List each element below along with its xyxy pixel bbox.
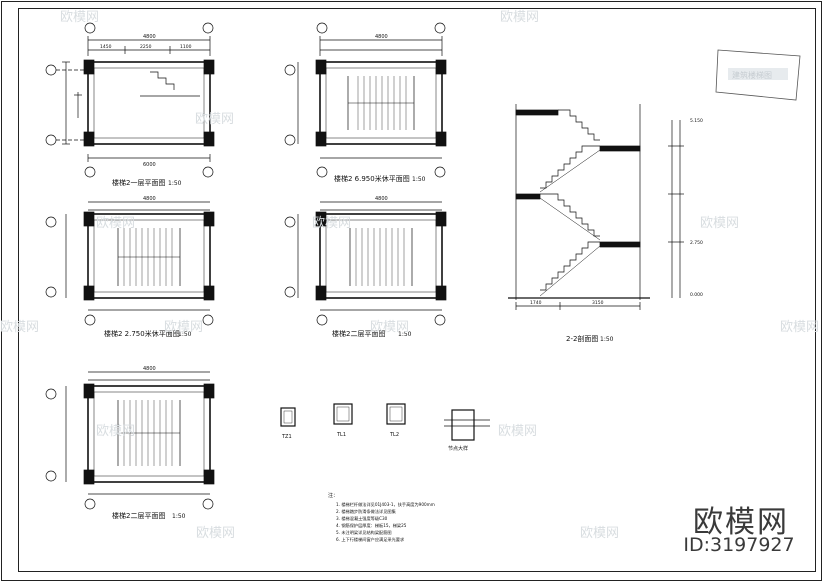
detail-sections <box>280 403 490 441</box>
stair-plan-ground <box>45 22 215 178</box>
level-1: 5.150 <box>690 118 703 124</box>
plan4-dim: 4800 <box>375 196 388 202</box>
plan2-dim: 4800 <box>375 34 388 40</box>
plan4-scale: 1:50 <box>398 331 412 338</box>
watermark-ghost: 欧模网 <box>780 320 820 335</box>
stair-section <box>508 104 684 310</box>
watermark-ghost: 欧模网 <box>196 526 236 541</box>
watermark-id: ID:3197927 <box>683 534 795 556</box>
section-dim-b: 3150 <box>592 300 604 306</box>
watermark-ghost: 欧模网 <box>0 320 40 335</box>
detail-3-label: TL2 <box>389 432 399 438</box>
watermark-ghost: 欧模网 <box>60 10 100 25</box>
level-2: 2.750 <box>690 240 703 246</box>
stair-plan-bottom <box>45 371 215 510</box>
plan3-scale: 1:50 <box>178 331 192 338</box>
watermark-ghost: 欧模网 <box>370 320 410 335</box>
watermark-ghost: 欧模网 <box>96 424 136 439</box>
watermark-ghost: 欧模网 <box>96 216 136 231</box>
stair-plan-second <box>284 201 447 326</box>
plan1-dim-bottom: 6000 <box>143 162 156 168</box>
watermark-logo: 欧模网 <box>693 505 789 540</box>
plan5-dim: 4800 <box>143 366 156 372</box>
stair-plan-6950 <box>284 22 447 178</box>
plan5-title: 楼梯2二层平面图 <box>112 511 165 520</box>
plan1-dim-c: 1100 <box>180 44 192 50</box>
watermark-ghost: 欧模网 <box>580 526 620 541</box>
stair-plan-2750 <box>45 201 215 326</box>
note-line: 6. 上下行楼梯间窗户应满足采光要求 <box>336 536 405 543</box>
detail-1-label: TZ1 <box>281 434 292 440</box>
detail-2-label: TL1 <box>336 432 346 438</box>
section-dim-a: 1740 <box>530 300 542 306</box>
notes-title: 注： <box>328 492 338 499</box>
watermark-ghost: 欧模网 <box>164 320 204 335</box>
plan3-dim: 4800 <box>143 196 156 202</box>
plan1-dim-a: 1450 <box>100 44 112 50</box>
plan4-title: 楼梯2二层平面图 <box>332 329 385 338</box>
note-line: 1. 楼梯栏杆做法详见01J403-1，扶手高度为900mm <box>336 501 435 508</box>
level-3: 0.000 <box>690 292 703 298</box>
plan1-dim-b: 2250 <box>140 44 152 50</box>
plan5-scale: 1:50 <box>172 513 186 520</box>
stamp-text: 建筑楼梯图 <box>732 70 772 80</box>
note-line: 4. 钢筋保护层厚度：梯板15，梯梁25 <box>336 522 407 529</box>
watermark-ghost: 欧模网 <box>700 216 740 231</box>
plan2-scale: 1:50 <box>412 176 426 183</box>
plan1-scale: 1:50 <box>168 180 182 187</box>
watermark-ghost: 欧模网 <box>498 424 538 439</box>
detail-4-label: 节点大样 <box>448 445 468 452</box>
watermark-ghost: 欧模网 <box>312 216 352 231</box>
section-scale: 1:50 <box>600 336 614 343</box>
watermark-ghost: 欧模网 <box>195 112 235 127</box>
note-line: 3. 楼梯混凝土强度等级C30 <box>336 515 388 522</box>
plan3-title: 楼梯2 2.750米休平面图 <box>104 329 180 338</box>
section-title: 2-2剖面图 <box>566 334 598 343</box>
note-line: 2. 楼梯踏步防滑条做法详见图集 <box>336 508 397 515</box>
plan2-title: 楼梯2 6.950米休平面图 <box>334 174 410 183</box>
watermark-ghost: 欧模网 <box>500 10 540 25</box>
plan1-title: 楼梯2一层平面图 <box>112 178 165 187</box>
plan1-dim-overall: 4800 <box>143 34 156 40</box>
note-line: 5. 未注明梁详见结构梁配筋图 <box>336 529 392 536</box>
title-stamp <box>715 49 801 101</box>
